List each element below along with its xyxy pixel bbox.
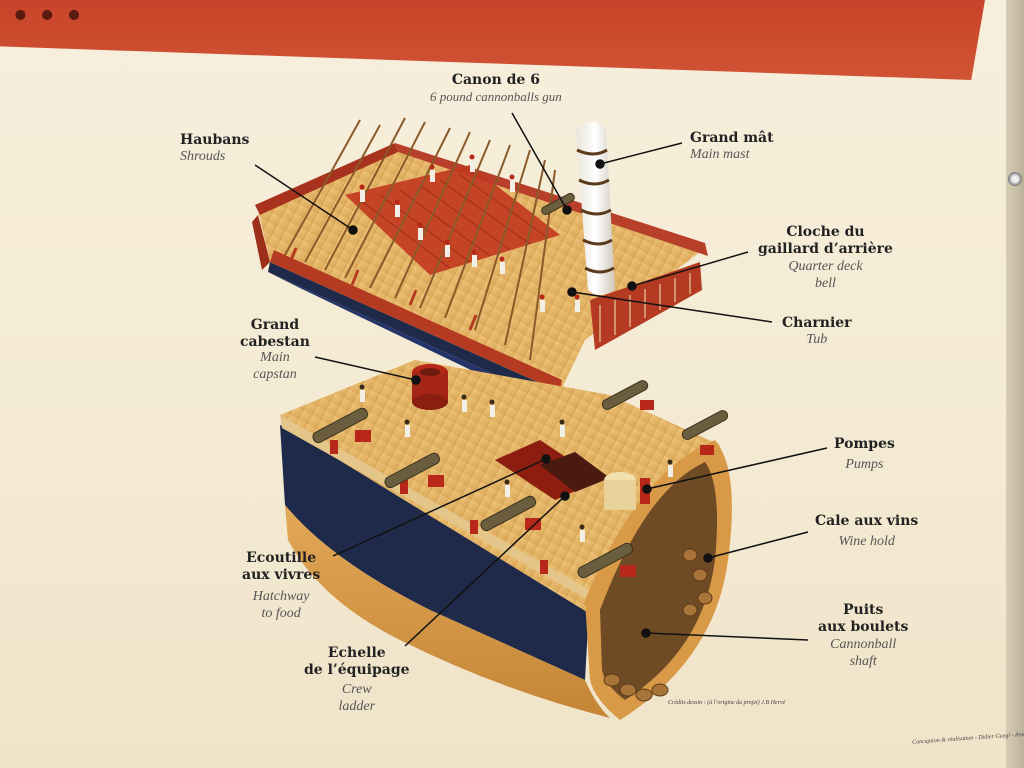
label-puits-en1: Cannonball [830, 637, 897, 653]
label-haubans-en: Shrouds [180, 148, 226, 164]
label-ecoutille-en2: to food [261, 605, 301, 621]
label-cloche-en1: Quarter deck [788, 259, 863, 275]
label-pompes-fr: Pompes [834, 436, 895, 452]
label-echelle: Echelle de l’équipage Crew ladder [304, 645, 410, 715]
label-ecoutille-en1: Hatchway [252, 589, 310, 605]
label-cale: Cale aux vins Wine hold [815, 513, 918, 550]
drawing-credit: Crédits dessin : (à l’origine du projet)… [668, 700, 786, 706]
lower-crew [359, 384, 673, 542]
label-cabestan-fr1: Grand [250, 317, 300, 333]
upper-crew [359, 154, 580, 312]
label-grand-mat: Grand mât Main mast [690, 130, 774, 163]
label-cloche-fr1: Cloche du [786, 224, 865, 240]
label-cale-en: Wine hold [838, 533, 895, 549]
label-echelle-fr2: de l’équipage [304, 661, 410, 678]
cannons [312, 192, 729, 579]
label-canon-fr: Canon de 6 [451, 72, 540, 88]
label-canon-en: 6 pound cannonballs gun [430, 88, 562, 104]
label-cale-fr: Cale aux vins [815, 513, 919, 529]
label-haubans-fr: Haubans [180, 132, 250, 148]
leader-lines [254, 112, 828, 647]
label-puits-fr2: aux boulets [818, 618, 909, 635]
main-mast [576, 121, 615, 295]
label-cloche-fr2: gaillard d’arrière [758, 240, 893, 257]
label-grand-mat-fr: Grand mât [690, 130, 774, 146]
label-ecoutille-fr2: aux vivres [242, 566, 321, 583]
label-cabestan-fr2: cabestan [240, 333, 310, 350]
label-pompes-en: Pumps [845, 456, 884, 472]
capstan [412, 364, 448, 410]
label-puits-en2: shaft [849, 653, 877, 669]
label-charnier-fr: Charnier [782, 315, 852, 331]
grommet-icon [1008, 172, 1022, 186]
label-cabestan-en2: capstan [253, 366, 297, 382]
label-echelle-en1: Crew [341, 682, 372, 698]
label-charnier-en: Tub [806, 331, 828, 347]
label-ecoutille: Ecoutille aux vivres Hatchway to food [242, 550, 320, 622]
label-cloche-en2: bell [814, 275, 836, 291]
label-echelle-fr1: Echelle [327, 645, 386, 661]
banner-title: ... [8, 0, 88, 38]
label-haubans: Haubans Shrouds [180, 132, 249, 165]
label-pompes: Pompes Pumps [834, 436, 895, 473]
label-cloche: Cloche du gaillard d’arrière Quarter dec… [758, 224, 893, 292]
label-charnier: Charnier Tub [782, 315, 852, 348]
label-puits-fr1: Puits [842, 602, 884, 618]
label-cabestan: Grand cabestan Main capstan [240, 317, 310, 383]
label-cabestan-en1: Main [260, 350, 290, 366]
label-echelle-en2: ladder [338, 698, 376, 714]
wall-edge [1006, 0, 1024, 768]
upper-deck [252, 117, 708, 408]
label-canon: Canon de 6 6 pound cannonballs gun [430, 72, 562, 104]
label-ecoutille-fr1: Ecoutille [246, 550, 317, 566]
label-puits: Puits aux boulets Cannonball shaft [818, 602, 908, 670]
label-grand-mat-en: Main mast [690, 146, 750, 162]
